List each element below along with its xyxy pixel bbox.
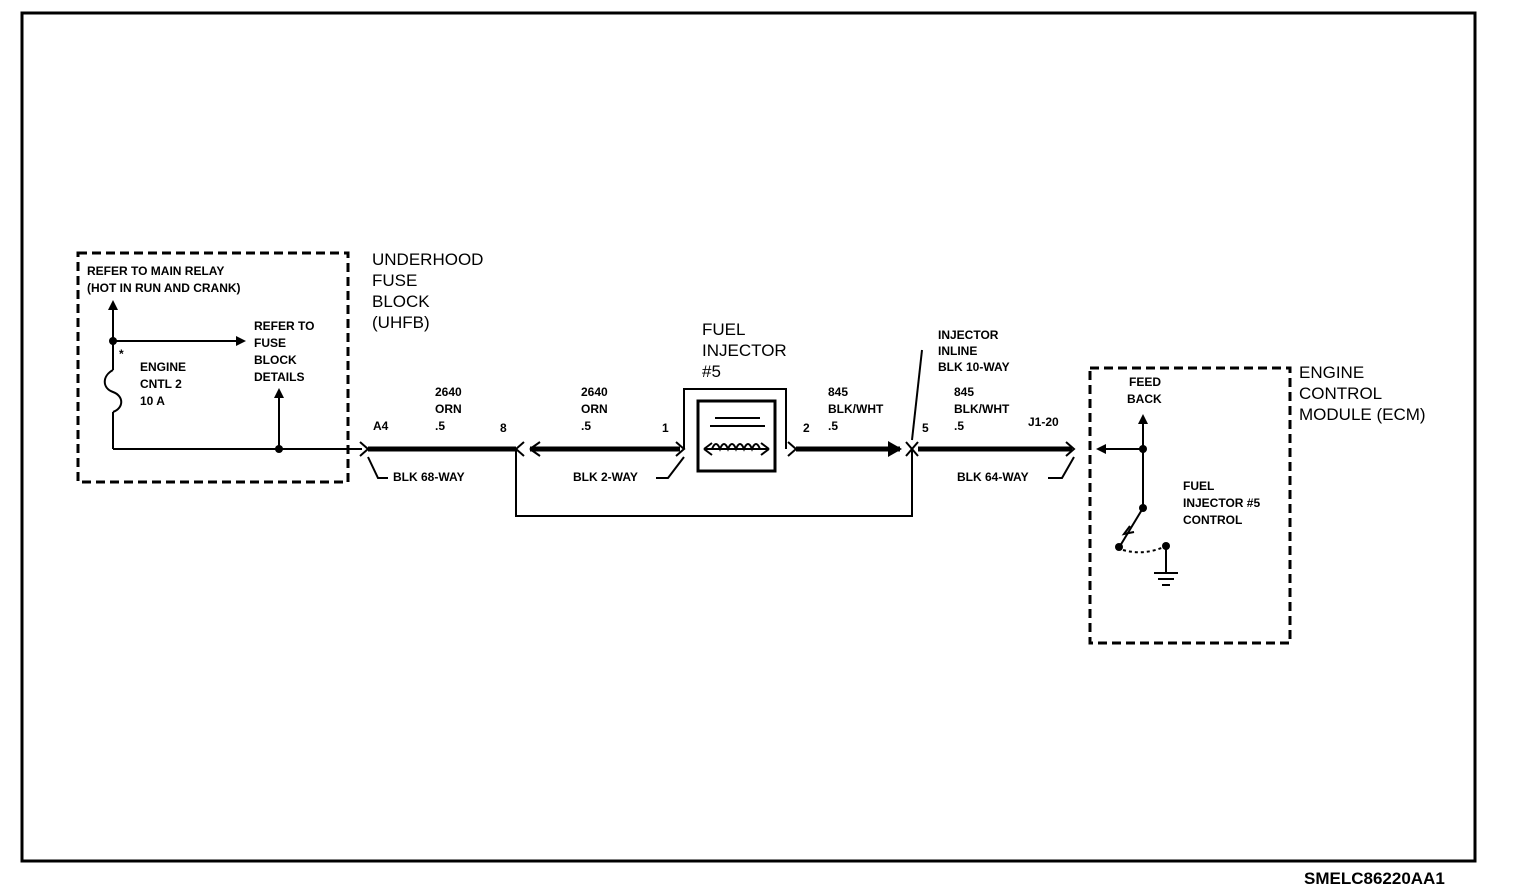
svg-text:BACK: BACK <box>1127 392 1162 406</box>
connector-blk2-label: BLK 2-WAY <box>573 470 638 484</box>
svg-text:2640: 2640 <box>435 385 462 399</box>
svg-text:FUEL: FUEL <box>1183 479 1214 493</box>
svg-text:(HOT IN RUN AND CRANK): (HOT IN RUN AND CRANK) <box>87 281 241 295</box>
injector-label: FUEL INJECTOR #5 <box>702 320 787 381</box>
feedback-label: FEED BACK <box>1127 375 1162 406</box>
svg-text:ORN: ORN <box>435 402 462 416</box>
switch-contact <box>1115 543 1123 551</box>
ecm-label: ENGINE CONTROL MODULE (ECM) <box>1299 363 1426 424</box>
wire-845-label-1: 845 BLK/WHT .5 <box>828 385 884 433</box>
svg-text:INJECTOR: INJECTOR <box>938 328 999 342</box>
pin-8-label: 8 <box>500 421 507 435</box>
svg-text:CONTROL: CONTROL <box>1299 384 1382 403</box>
connector-blk64-label: BLK 64-WAY <box>957 470 1029 484</box>
svg-text:CNTL 2: CNTL 2 <box>140 377 182 391</box>
main-relay-reference: REFER TO MAIN RELAY (HOT IN RUN AND CRAN… <box>87 264 241 295</box>
uhfb-dashed-box <box>76 251 350 484</box>
svg-text:(UHFB): (UHFB) <box>372 313 430 332</box>
fuse-label: * ENGINE CNTL 2 10 A <box>119 347 186 408</box>
svg-text:FUSE: FUSE <box>254 336 286 350</box>
svg-text:DETAILS: DETAILS <box>254 370 304 384</box>
svg-text:.5: .5 <box>828 419 838 433</box>
svg-text:INLINE: INLINE <box>938 344 977 358</box>
svg-text:FUSE: FUSE <box>372 271 417 290</box>
svg-text:BLK 10-WAY: BLK 10-WAY <box>938 360 1010 374</box>
wire-2640-label-2: 2640 ORN .5 <box>581 385 608 433</box>
svg-text:BLK/WHT: BLK/WHT <box>954 402 1010 416</box>
injector-coil-box <box>696 399 777 473</box>
svg-text:.5: .5 <box>581 419 591 433</box>
fuse-details-reference: REFER TO FUSE BLOCK DETAILS <box>254 319 314 384</box>
injector-housing <box>683 388 787 449</box>
ecm-dashed-box <box>1088 366 1292 645</box>
svg-text:INJECTOR: INJECTOR <box>702 341 787 360</box>
pin-a4-label: A4 <box>373 419 389 433</box>
wire-2640-label-1: 2640 ORN .5 <box>435 385 462 433</box>
switch-arm <box>1119 507 1144 547</box>
connector-bracket <box>515 449 913 517</box>
pin-1-label: 1 <box>662 421 669 435</box>
svg-text:*: * <box>119 347 124 361</box>
svg-text:BLOCK: BLOCK <box>254 353 297 367</box>
connector-chevron <box>1065 441 1076 457</box>
ground-icon <box>1154 572 1178 586</box>
svg-text:FEED: FEED <box>1129 375 1161 389</box>
connector-blk68-label: BLK 68-WAY <box>393 470 465 484</box>
pin-j1-20-label: J1-20 <box>1028 415 1059 429</box>
pin-2-label: 2 <box>803 421 810 435</box>
svg-text:.5: .5 <box>435 419 445 433</box>
pin-5-label: 5 <box>922 421 929 435</box>
inline-connector-label: INJECTOR INLINE BLK 10-WAY <box>938 328 1010 374</box>
svg-text:ORN: ORN <box>581 402 608 416</box>
connector-chevron <box>787 441 798 457</box>
injector-control-label: FUEL INJECTOR #5 CONTROL <box>1183 479 1260 527</box>
diagram-frame <box>20 11 1477 863</box>
fuse-icon <box>103 369 123 413</box>
svg-text:845: 845 <box>828 385 848 399</box>
svg-text:CONTROL: CONTROL <box>1183 513 1242 527</box>
svg-text:MODULE (ECM): MODULE (ECM) <box>1299 405 1426 424</box>
svg-text:10 A: 10 A <box>140 394 165 408</box>
svg-text:BLOCK: BLOCK <box>372 292 430 311</box>
svg-text:#5: #5 <box>702 362 721 381</box>
svg-text:.5: .5 <box>954 419 964 433</box>
svg-text:BLK/WHT: BLK/WHT <box>828 402 884 416</box>
wire-845-label-2: 845 BLK/WHT .5 <box>954 385 1010 433</box>
svg-text:INJECTOR #5: INJECTOR #5 <box>1183 496 1260 510</box>
svg-text:REFER TO: REFER TO <box>254 319 314 333</box>
connector-chevron <box>514 441 525 457</box>
diagram-id: SMELC86220AA1 <box>1304 869 1445 888</box>
svg-text:REFER TO MAIN RELAY: REFER TO MAIN RELAY <box>87 264 224 278</box>
svg-text:845: 845 <box>954 385 974 399</box>
arrow-icon <box>888 441 902 457</box>
svg-text:ENGINE: ENGINE <box>1299 363 1364 382</box>
uhfb-label: UNDERHOOD FUSE BLOCK (UHFB) <box>372 250 483 332</box>
svg-text:UNDERHOOD: UNDERHOOD <box>372 250 483 269</box>
svg-text:ENGINE: ENGINE <box>140 360 186 374</box>
svg-text:FUEL: FUEL <box>702 320 745 339</box>
svg-text:2640: 2640 <box>581 385 608 399</box>
